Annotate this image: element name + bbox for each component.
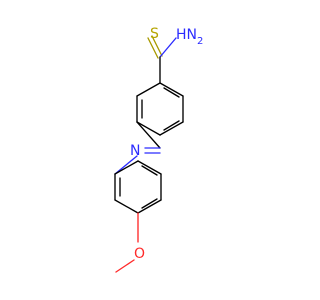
ether-o-symbol: O: [134, 246, 146, 262]
amine-n-symbol: N: [186, 27, 198, 43]
amine-label: HN2: [176, 28, 203, 46]
thioamide-double-bond-inner: [151, 35, 163, 57]
top-ring-inner-double-3: [163, 87, 180, 98]
imine-n-symbol: N: [130, 143, 141, 159]
bottom-ring-bond-2: [114, 199, 139, 214]
molecule-canvas: S HN2 N O: [114, 27, 204, 273]
sulfur-symbol: S: [150, 26, 159, 42]
ether-oxygen-label: O: [134, 247, 145, 261]
bottom-ring-bond-3: [137, 199, 162, 214]
imine-n-aryl-bond: [114, 155, 138, 175]
top-ring-bond-2: [136, 82, 161, 97]
oxygen-methyl-bond: [115, 259, 135, 273]
thioamide-double-bond-outer: [147, 37, 159, 59]
bottom-ring-bond-6: [114, 160, 139, 175]
top-ring-bond-5: [159, 121, 184, 136]
molecule-structure: [114, 35, 184, 273]
bottom-ring-inner-double-3: [141, 165, 158, 176]
imine-nitrogen-label: N: [130, 144, 140, 158]
bottom-ring-inner-double-2: [141, 198, 158, 209]
thioamide-c-n-bond: [159, 37, 177, 58]
sulfur-label: S: [150, 27, 159, 41]
linker-bond-ring-to-ch: [136, 121, 161, 149]
amine-h-symbol: H: [176, 27, 187, 43]
bottom-ring-bond-5: [137, 160, 162, 175]
top-ring-inner-double-2: [163, 120, 180, 131]
top-ring-bond-4: [136, 121, 161, 136]
top-ring-bond-7: [159, 82, 184, 97]
amine-subscript: 2: [197, 35, 204, 47]
